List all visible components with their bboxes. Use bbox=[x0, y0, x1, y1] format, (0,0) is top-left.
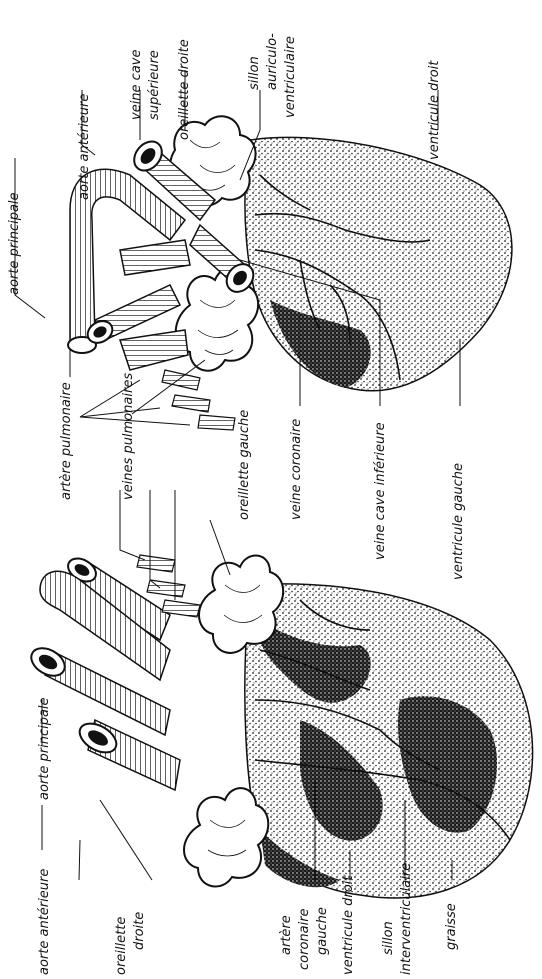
label-bottom-oreillette-droite-2: droite bbox=[132, 912, 147, 950]
label-top-veine-cave-superieure-1: veine cave bbox=[129, 50, 144, 120]
label-bottom-artere-coronaire-1: artère bbox=[279, 915, 294, 955]
label-bottom-oreillette-droite-1: oreillette bbox=[114, 917, 129, 975]
label-bottom-sillon-2: interventriculaire bbox=[399, 863, 414, 975]
upper-ventricle-body bbox=[245, 137, 512, 390]
label-top-aorte-anterieure: aorte antérieure bbox=[77, 94, 92, 200]
label-top-veine-cave-superieure-2: supérieure bbox=[147, 50, 162, 120]
upper-aorta-anterior bbox=[120, 240, 190, 275]
label-bottom-artere-coronaire-3: gauche bbox=[315, 907, 330, 955]
label-top-sillon-3: ventriculaire bbox=[283, 36, 298, 118]
label-top-sillon-1: sillon bbox=[247, 56, 262, 90]
label-bottom-ventricule-droit: ventricule droit bbox=[341, 875, 356, 975]
label-top-ventricule-droit: ventricule droit bbox=[427, 60, 442, 160]
label-top-artere-pulmonaire: artère pulmonaire bbox=[59, 382, 74, 500]
upper-pulmonary-veins bbox=[162, 370, 235, 430]
label-top-aorte-principale: aorte principale bbox=[7, 192, 22, 295]
label-bottom-graisse: graisse bbox=[444, 903, 459, 950]
label-top-veine-cave-inferieure: veine cave inférieure bbox=[373, 422, 388, 560]
label-top-sillon-2: auriculo- bbox=[265, 33, 280, 90]
label-top-oreillette-gauche: oreillette gauche bbox=[237, 410, 252, 520]
label-top-oreillette-droite: oreillette droite bbox=[177, 39, 192, 140]
label-top-veine-coronaire: veine coronaire bbox=[289, 419, 304, 520]
label-bottom-aorte-principale: aorte principale bbox=[37, 697, 52, 800]
label-bottom-artere-coronaire-2: coronaire bbox=[297, 908, 312, 970]
label-bottom-sillon-1: sillon bbox=[381, 921, 396, 955]
lower-right-atrium bbox=[184, 788, 268, 886]
label-bottom-aorte-anterieure: aorte antérieure bbox=[37, 869, 52, 975]
lower-heart-drawing bbox=[26, 554, 532, 898]
label-top-ventricule-gauche: ventricule gauche bbox=[451, 463, 466, 580]
label-top-veines-pulmonaires: veines pulmonaires bbox=[121, 373, 136, 500]
